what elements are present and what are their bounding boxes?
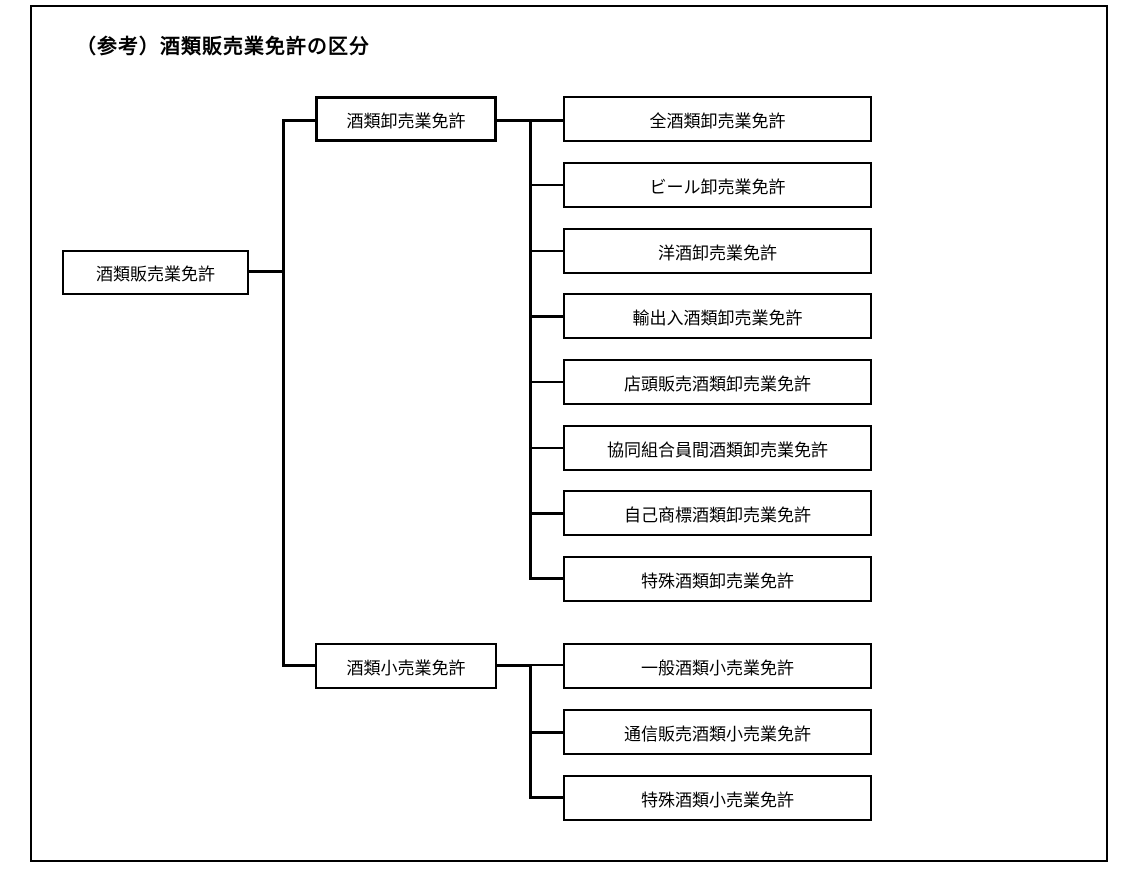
connector-wholesale-child — [529, 250, 565, 252]
connector-root-to-trunk — [248, 270, 284, 273]
wholesale-child-node: 協同組合員間酒類卸売業免許 — [563, 425, 872, 471]
wholesale-child-node: 洋酒卸売業免許 — [563, 228, 872, 274]
connector-main-trunk — [282, 119, 285, 666]
wholesale-child-node: 店頭販売酒類卸売業免許 — [563, 359, 872, 405]
diagram-frame — [30, 5, 1108, 862]
connector-retail-child — [529, 731, 565, 734]
diagram-title: （参考）酒類販売業免許の区分 — [76, 34, 370, 58]
connector-wholesale-trunk — [529, 119, 532, 579]
wholesale-child-node: 全酒類卸売業免許 — [563, 96, 872, 142]
retail-child-node: 通信販売酒類小売業免許 — [563, 709, 872, 755]
wholesale-child-node: 特殊酒類卸売業免許 — [563, 556, 872, 602]
connector-wholesale-child — [529, 119, 565, 122]
connector-retail-out — [496, 664, 532, 667]
connector-wholesale-child — [529, 381, 565, 383]
connector-wholesale-child — [529, 315, 565, 318]
connector-retail-child — [529, 796, 565, 799]
wholesale-child-node: 自己商標酒類卸売業免許 — [563, 490, 872, 536]
wholesale-child-node: 輸出入酒類卸売業免許 — [563, 293, 872, 339]
retail-child-node: 一般酒類小売業免許 — [563, 643, 872, 689]
wholesale-license-node: 酒類卸売業免許 — [315, 96, 497, 142]
connector-wholesale-child — [529, 447, 565, 449]
connector-wholesale-child — [529, 577, 565, 580]
retail-child-node: 特殊酒類小売業免許 — [563, 775, 872, 821]
connector-to-retail — [282, 664, 316, 667]
retail-license-node: 酒類小売業免許 — [315, 643, 497, 689]
connector-wholesale-out — [496, 119, 532, 122]
connector-wholesale-child — [529, 512, 565, 515]
connector-wholesale-child — [529, 184, 565, 186]
connector-to-wholesale — [282, 119, 316, 122]
connector-retail-child — [529, 664, 565, 666]
wholesale-child-node: ビール卸売業免許 — [563, 162, 872, 208]
root-node: 酒類販売業免許 — [62, 250, 249, 295]
